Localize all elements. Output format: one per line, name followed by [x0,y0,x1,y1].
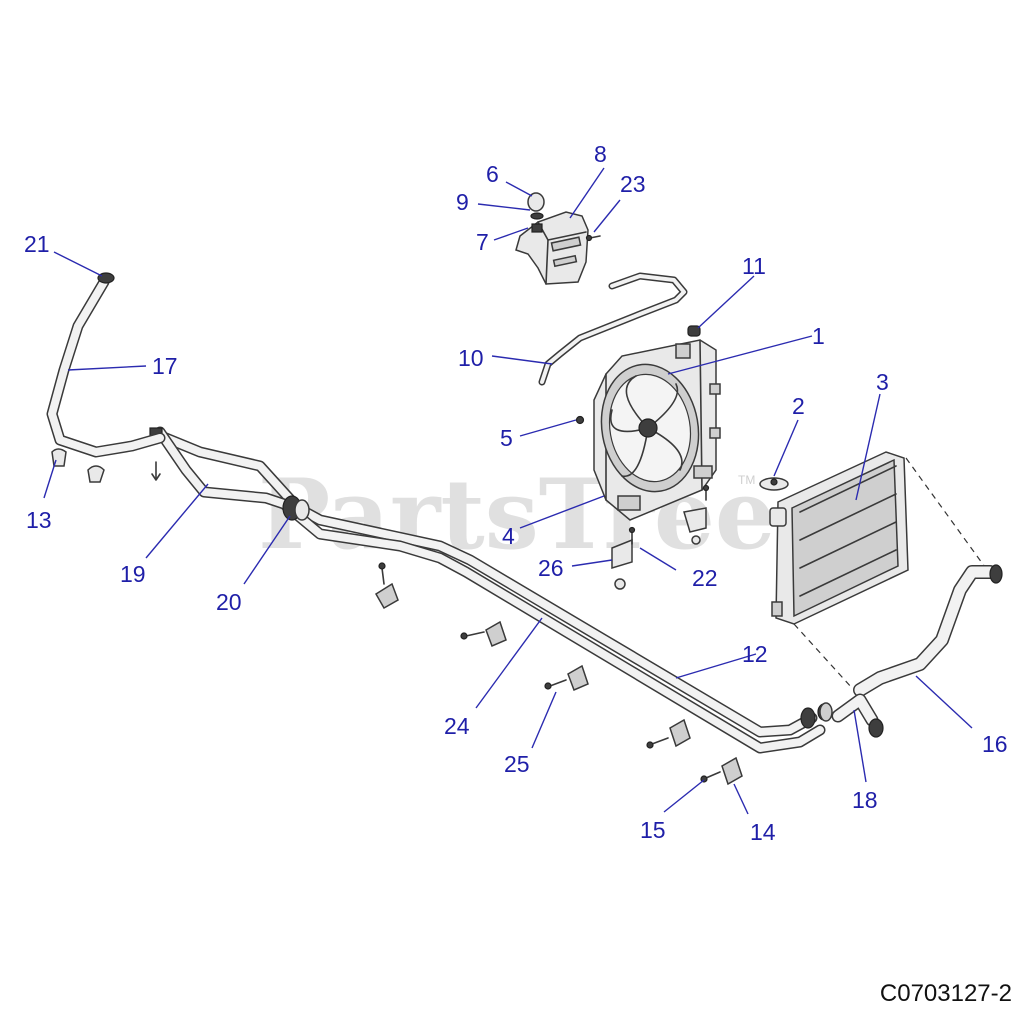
callout-19: 19 [120,561,146,587]
hose-clamp [51,448,161,483]
callout-7: 7 [476,229,489,255]
coolant-reservoir [515,211,589,285]
callout-13: 13 [26,507,52,533]
callout-16: 16 [982,731,1008,757]
callout-1: 1 [812,323,825,349]
callout-24: 24 [444,713,470,739]
alignment-line [793,623,853,689]
tube-mount-clamp [374,582,743,786]
callout-18: 18 [852,787,878,813]
fan-shroud-assembly [593,339,721,521]
callouts: 1 2 3 4 5 6 7 8 9 10 11 12 13 14 15 16 1… [24,141,1008,845]
callout-26: 26 [538,555,564,581]
shroud-grommet [687,325,701,337]
callout-25: 25 [504,751,530,777]
callout-22: 22 [692,565,718,591]
upper-coolant-tube [46,272,166,458]
coolant-tube-assembly [149,426,826,754]
radiator-mount-grommet [759,477,789,491]
shroud-bolt [575,415,585,425]
callout-9: 9 [456,189,469,215]
reservoir-cap [527,192,545,212]
callout-14: 14 [750,819,776,845]
callout-21: 21 [24,231,50,257]
callout-12: 12 [742,641,768,667]
callout-5: 5 [500,425,513,451]
watermark-trademark: TM [738,473,755,487]
callout-20: 20 [216,589,242,615]
tube-clamp [282,495,310,521]
callout-8: 8 [594,141,607,167]
alignment-line [905,457,991,575]
bracket-screw [628,484,710,545]
tee-clamp [800,702,833,729]
callout-2: 2 [792,393,805,419]
radiator [769,451,909,625]
callout-15: 15 [640,817,666,843]
callout-10: 10 [458,345,484,371]
callout-17: 17 [152,353,178,379]
shroud-bracket [611,507,707,590]
overflow-hose [538,272,688,386]
reservoir-o-ring [530,212,544,220]
leader-lines [43,167,973,815]
callout-23: 23 [620,171,646,197]
reservoir-screw [585,234,601,242]
drawing-code: C0703127-2 [879,980,1012,1007]
lower-radiator-hose [853,564,1003,697]
callout-4: 4 [502,523,515,549]
callout-11: 11 [742,253,766,279]
reservoir-neck [531,223,543,233]
tube-mount-screw [378,562,721,783]
callout-3: 3 [876,369,889,395]
callout-6: 6 [486,161,499,187]
